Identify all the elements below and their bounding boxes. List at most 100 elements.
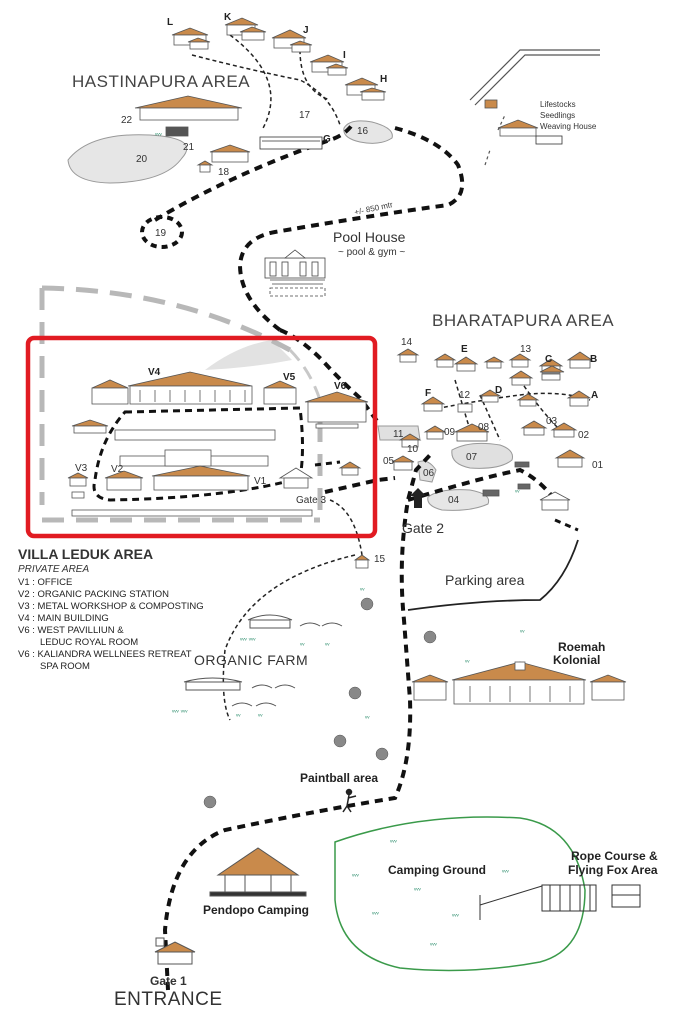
rope-course-label-1: Rope Course & [571, 849, 658, 863]
label-G: G [323, 134, 331, 145]
pool-house-building [264, 249, 326, 297]
svg-text:ᵥᵥᵥ: ᵥᵥᵥ [154, 130, 162, 137]
svg-text:ᵥᵥᵥ ᵥᵥᵥ: ᵥᵥᵥ ᵥᵥᵥ [171, 707, 188, 714]
organic-farm-label: ORGANIC FARM [194, 652, 308, 668]
road-gate3 [324, 476, 396, 494]
label-03: 03 [546, 416, 558, 427]
pool-house-sub: ~ pool & gym ~ [338, 247, 405, 258]
path-to-15 [329, 499, 363, 556]
path-organic [222, 554, 356, 721]
label-V1: V1 [254, 476, 267, 487]
roemah-label-1: Roemah [558, 640, 605, 654]
private-area-label: PRIVATE AREA [18, 564, 89, 575]
zone-villa-top [205, 340, 292, 370]
label-05: 05 [383, 456, 395, 467]
zone-20 [67, 134, 188, 184]
label-09: 09 [444, 427, 456, 438]
rope-course-label-2: Flying Fox Area [568, 863, 658, 877]
path-hastinapura-2 [229, 34, 272, 131]
path-farm [469, 49, 600, 106]
svg-text:ᵥᵥ: ᵥᵥ [324, 640, 330, 647]
svg-text:ᵥᵥ: ᵥᵥ [257, 711, 263, 718]
boundary-villa-top-right [288, 348, 322, 401]
label-C: C [545, 354, 552, 365]
boundary-villa [41, 285, 292, 353]
camping-ground-label: Camping Ground [388, 863, 486, 877]
path-parking [407, 539, 579, 611]
villa-buildings [67, 371, 369, 517]
hastinapura-title: HASTINAPURA AREA [72, 72, 250, 91]
gate1-label: Gate 1 [150, 974, 187, 988]
villa-leduk-highlight [25, 335, 378, 539]
label-B: B [590, 354, 597, 365]
bharatapura-title: BHARATAPURA AREA [432, 311, 614, 330]
rope-course [479, 884, 641, 920]
label-08: 08 [478, 422, 490, 433]
pendopo-label: Pendopo Camping [203, 903, 309, 917]
label-22: 22 [121, 115, 133, 126]
gate2-label: Gate 2 [402, 520, 444, 536]
label-K: K [224, 12, 232, 23]
legend-v6a-cont: LEDUC ROYAL ROOM [40, 637, 138, 648]
legend-v3: V3 : METAL WORKSHOP & COMPOSTING [18, 601, 204, 612]
svg-text:ᵥᵥᵥ: ᵥᵥᵥ [501, 867, 509, 874]
path-farm-dash [484, 114, 506, 166]
gate1-building [154, 937, 196, 965]
label-E: E [461, 344, 468, 355]
label-19: 19 [155, 228, 167, 239]
label-F: F [425, 388, 431, 399]
label-18: 18 [218, 167, 230, 178]
path-hastinapura [191, 54, 341, 126]
label-12: 12 [459, 390, 471, 401]
entrance-label: ENTRANCE [114, 989, 223, 1010]
label-V6: V6 [334, 381, 347, 392]
label-02: 02 [578, 430, 590, 441]
pool-house-title: Pool House [333, 229, 406, 245]
label-17: 17 [299, 110, 311, 121]
gate2-tower [410, 488, 426, 508]
label-07: 07 [466, 452, 478, 463]
svg-text:ᵥᵥᵥ: ᵥᵥᵥ [429, 940, 437, 947]
legend-v4: V4 : MAIN BUILDING [18, 613, 109, 624]
label-L: L [167, 17, 173, 28]
road-upper [237, 126, 465, 332]
path-right-branch [554, 518, 579, 532]
label-14: 14 [401, 337, 413, 348]
label-21: 21 [183, 142, 195, 153]
loop-19 [140, 215, 184, 249]
label-I: I [343, 50, 346, 61]
zone-06 [417, 460, 437, 483]
label-V2: V2 [111, 464, 124, 475]
svg-text:ᵥᵥᵥ: ᵥᵥᵥ [351, 871, 359, 878]
paintball-label: Paintball area [300, 771, 378, 785]
zone-04 [427, 489, 490, 511]
svg-text:ᵥᵥᵥ: ᵥᵥᵥ [413, 885, 421, 892]
legend-v6a: V6 : WEST PAVILLIUN & [18, 625, 124, 636]
legend-v2: V2 : ORGANIC PACKING STATION [18, 589, 169, 600]
svg-text:ᵥᵥᵥ: ᵥᵥᵥ [371, 909, 379, 916]
svg-text:ᵥᵥ: ᵥᵥ [364, 713, 370, 720]
path-bharatapura [429, 379, 591, 441]
roemah-label-2: Kolonial [553, 653, 600, 667]
label-11: 11 [393, 429, 404, 440]
label-V3: V3 [75, 463, 88, 474]
svg-text:ᵥᵥᵥ ᵥᵥᵥ: ᵥᵥᵥ ᵥᵥᵥ [239, 635, 256, 642]
main-road [162, 453, 432, 991]
label-16: 16 [357, 126, 369, 137]
parking-label: Parking area [445, 572, 525, 588]
svg-text:ᵥᵥ: ᵥᵥ [235, 711, 241, 718]
zone-16 [343, 120, 393, 144]
label-V5: V5 [283, 372, 296, 383]
legend-v6b-cont: SPA ROOM [40, 661, 90, 672]
legend-v1: V1 : OFFICE [18, 577, 72, 588]
label-01: 01 [592, 460, 604, 471]
road-to-19 [153, 123, 354, 222]
label-15: 15 [374, 554, 386, 565]
farm-note-3: Weaving House [540, 122, 597, 131]
label-A: A [591, 390, 598, 401]
legend-v6b: V6 : KALIANDRA WELLNEES RETREAT [18, 649, 192, 660]
label-D: D [495, 385, 502, 396]
svg-text:ᵥᵥ: ᵥᵥ [514, 487, 520, 494]
villa-leduk-title: VILLA LEDUK AREA [18, 546, 153, 562]
